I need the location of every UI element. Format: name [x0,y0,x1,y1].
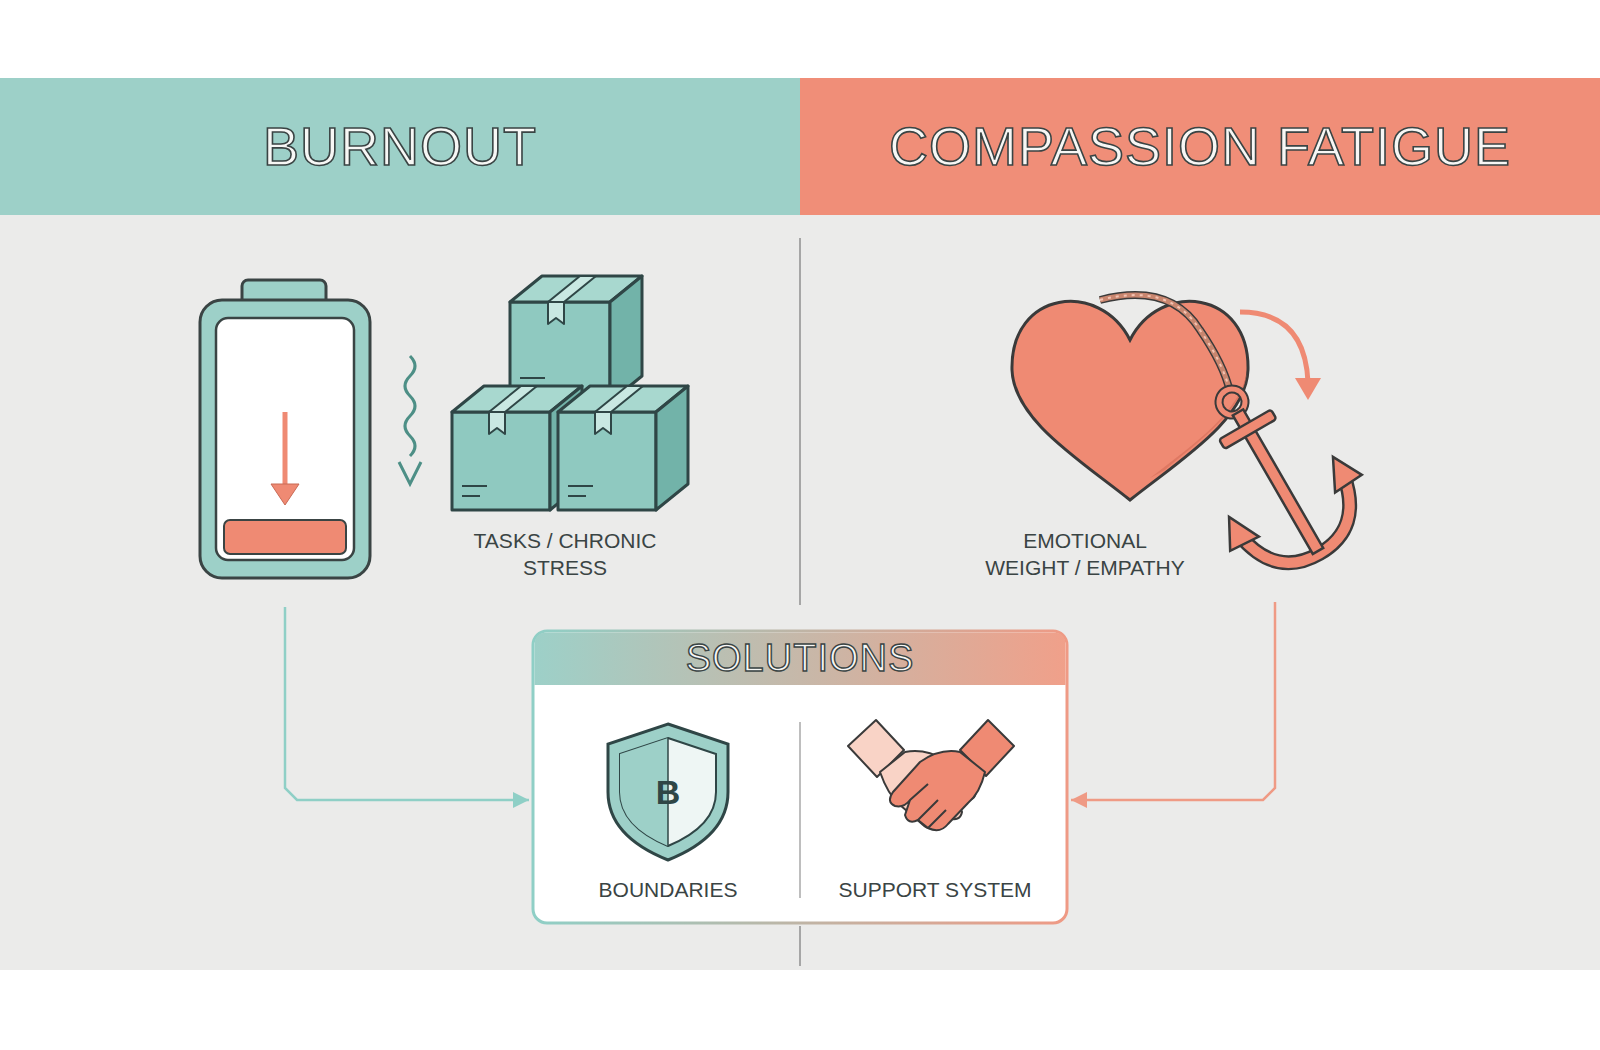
shield-letter: B [648,772,688,812]
curved-arrow [1240,312,1321,400]
boxes-icon [452,276,688,510]
heart-icon [1012,301,1248,500]
icon-group: EMOTIONAL WEIGHT / EMPATHY [930,280,1390,600]
flow-connector [1071,602,1275,800]
rope [1100,295,1230,392]
solution-item: SUPPORT SYSTEM [835,715,1035,915]
header-title: COMPASSION FATIGUE [889,117,1511,176]
solution-item: BOUNDARIES [568,715,768,915]
ground [0,215,1600,970]
header-title: BURNOUT [263,117,537,176]
wavy-arrow [399,356,421,484]
caption: EMOTIONAL WEIGHT / EMPATHY [985,527,1185,581]
icon-group: TASKS / CHRONIC STRESS [190,268,700,605]
divider [799,926,801,966]
box-heading: SOLUTIONS [686,630,915,686]
item-label: SUPPORT SYSTEM [839,876,1032,903]
caption: TASKS / CHRONIC STRESS [473,527,657,581]
header-band: COMPASSION FATIGUE [800,78,1600,215]
solutions-frame [533,631,1067,923]
handshake-icon [848,720,1014,830]
anchor-icon [1160,353,1386,592]
divider [799,238,801,605]
item-label: BOUNDARIES [599,876,738,903]
battery-icon [200,280,370,578]
solutions-box: SOLUTIONS BOUNDARIES SUPPORT SYSTEM [532,630,1068,924]
header-band: BURNOUT [0,78,800,215]
shield-icon [608,724,728,860]
flow-connector [285,607,529,800]
